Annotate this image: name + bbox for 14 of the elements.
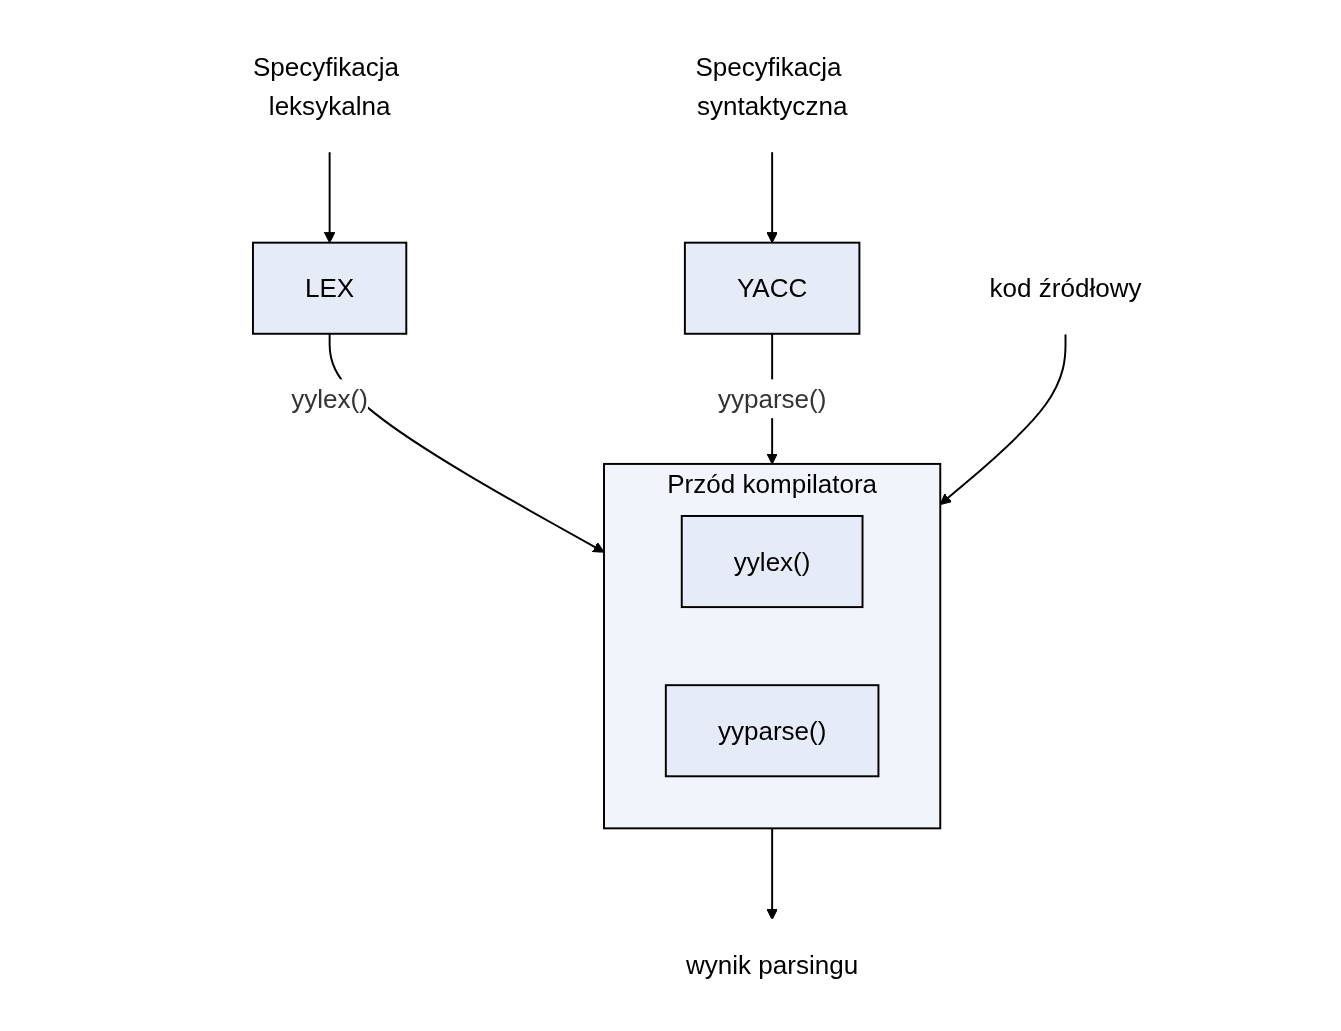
node-box: yyparse(): [664, 683, 880, 777]
arrow: [328, 332, 605, 553]
node-text: kod źródłowy: [989, 273, 1142, 303]
node-box: YACC: [683, 241, 861, 335]
edge-label: yylex(): [291, 384, 368, 413]
arrow: [766, 150, 778, 243]
node-box: yylex(): [680, 514, 864, 608]
arrow: [323, 150, 336, 243]
node-text: Specyfikacja leksykalna: [252, 52, 400, 120]
node-text: wynik parsingu: [686, 950, 859, 979]
edge-label: yyparse(): [717, 384, 827, 413]
node-text: Specyfikacja syntaktyczna: [695, 52, 848, 120]
arrow: [766, 826, 778, 920]
node-box: LEX: [252, 241, 408, 335]
